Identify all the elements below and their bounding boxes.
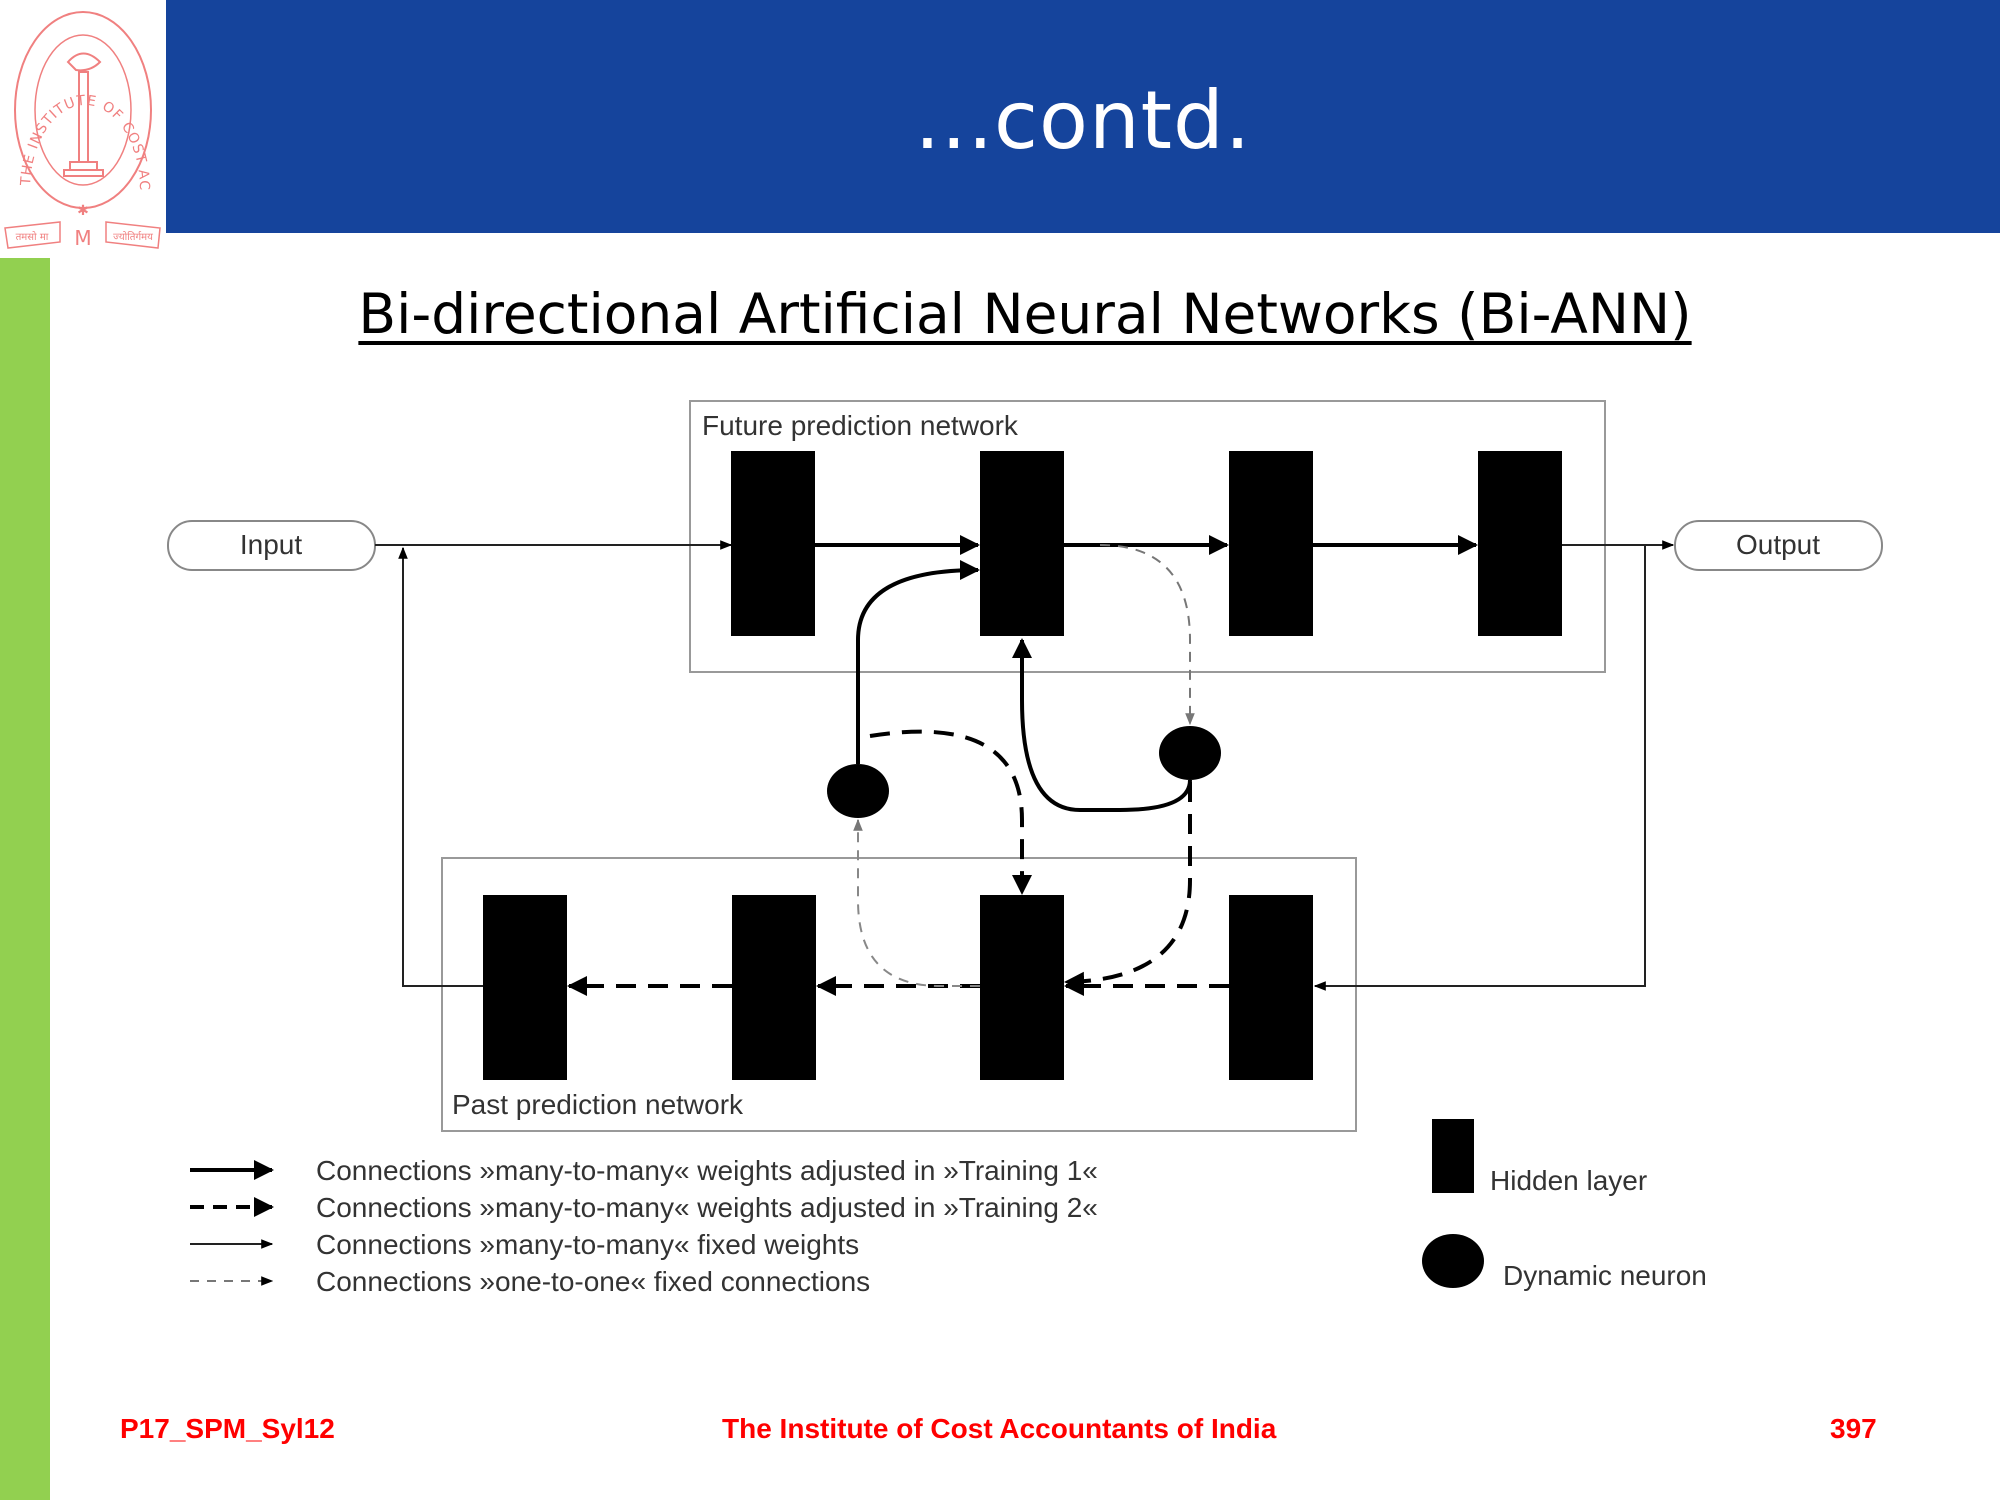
past-hidden-layer-4 [1229,895,1313,1080]
institute-logo: THE INSTITUTE OF COST ACCOUNTANTS OF IND… [0,0,166,256]
past-to-input-connection [398,546,483,987]
neuron-left-to-past-connection [869,729,1032,895]
footer-institute-name: The Institute of Cost Accountants of Ind… [722,1413,1277,1444]
past-network-label: Past prediction network [452,1089,744,1120]
legend-item-label: Connections »many-to-many« weights adjus… [316,1155,1098,1186]
svg-text:✱: ✱ [77,203,89,219]
header-bar [166,0,2000,233]
past-hidden-layers [483,895,1313,1080]
future-hidden-layer-3 [1229,451,1313,636]
future-network-box [689,400,1606,673]
input-label: Input [240,529,302,560]
output-to-past-connection [1313,545,1646,991]
logo-monogram: M [74,226,91,250]
output-node [1674,520,1883,571]
logo-emblem-icon: THE INSTITUTE OF COST ACCOUNTANTS OF IND… [0,0,161,250]
future-hidden-layers [731,451,1562,636]
future-to-neuron-right-connection [1099,544,1195,726]
past-network-box [441,857,1357,1132]
side-accent-bar [0,258,50,1500]
legend-dynamic-neuron-label: Dynamic neuron [1503,1260,1707,1291]
future-hidden-layer-2 [980,451,1064,636]
neuron-right-to-past-connection [1064,782,1192,992]
dynamic-neuron-right [1159,726,1221,780]
slide-subtitle: Bi-directional Artificial Neural Network… [358,282,1692,346]
future-hidden-layer-1 [731,451,815,636]
past-hidden-layer-3 [980,895,1064,1080]
logo-motto-right: ज्योतिर्गमय [113,231,153,243]
neuron-left-to-future-connection [856,560,980,764]
footer-course-code: P17_SPM_Syl12 [120,1413,335,1444]
future-network-label: Future prediction network [702,410,1019,441]
legend-item-label: Connections »many-to-many« fixed weights [316,1229,859,1260]
legend-item-label: Connections »one-to-one« fixed connectio… [316,1266,870,1297]
legend-item-label: Connections »many-to-many« weights adjus… [316,1192,1098,1223]
past-hidden-layer-1 [483,895,567,1080]
neuron-right-to-future-connection [1012,638,1192,812]
logo-motto-left: तमसो मा [16,231,49,243]
future-hidden-layer-4 [1478,451,1562,636]
dynamic-neuron-left [827,764,889,818]
legend-dynamic-neuron-icon [1422,1234,1484,1288]
legend-hidden-layer-label: Hidden layer [1490,1165,1647,1196]
slide-title: ...contd. [914,73,1252,167]
past-to-neuron-left-connection [853,818,980,987]
footer-page-number: 397 [1830,1413,1877,1444]
legend-hidden-layer-icon [1432,1119,1474,1193]
output-label: Output [1736,529,1820,560]
legend: Connections »many-to-many« weights adjus… [190,1119,1707,1297]
past-hidden-layer-2 [732,895,816,1080]
